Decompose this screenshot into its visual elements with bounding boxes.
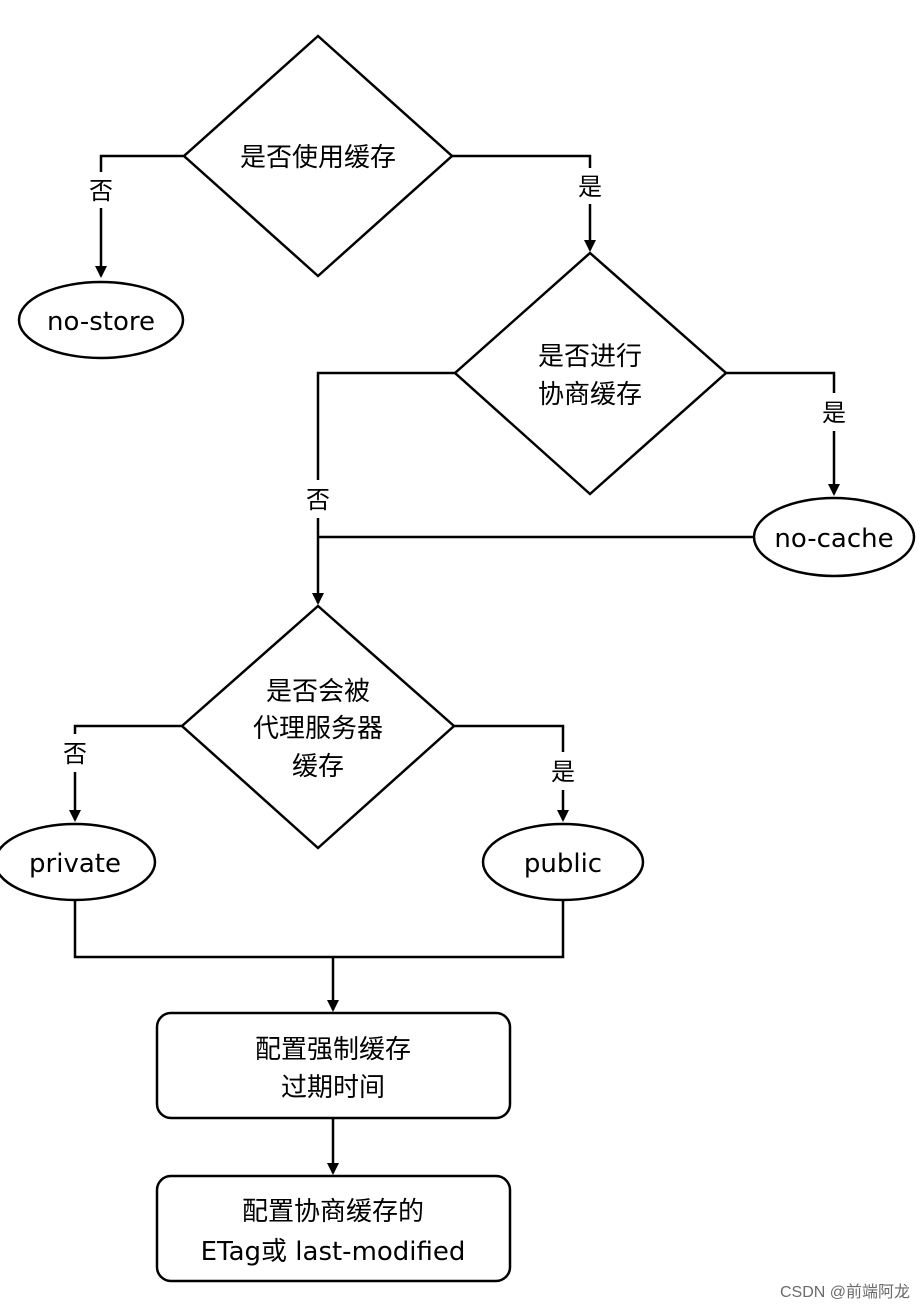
edge-negotiate-yes [726,371,840,496]
node-no-cache-label: no-cache [774,524,893,554]
decision-use-cache [182,34,454,278]
edge-use-cache-yes [452,154,596,252]
node-etag-line2: ETag或 last-modified [201,1237,466,1267]
node-proxy-line2: 代理服务器 [253,714,383,744]
node-public-label: public [524,849,602,879]
node-proxy-line3: 缓存 [292,752,344,782]
node-negotiate-line2: 协商缓存 [538,380,642,410]
node-no-store-label: no-store [47,307,155,337]
csdn-watermark: CSDN @前端阿龙 [779,1284,910,1301]
label-negotiate-no: 否 [306,486,330,514]
edge-negotiate-no [312,371,455,605]
node-use-cache-label: 是否使用缓存 [240,143,396,173]
edge-private-merge [73,900,565,959]
label-use-cache-no: 否 [89,177,113,205]
label-use-cache-yes: 是 [578,173,602,201]
decision-proxy-cache [180,604,456,850]
node-strong-cache-line2: 过期时间 [281,1073,385,1103]
node-strong-cache-line1: 配置强制缓存 [255,1035,411,1065]
edge-proxy-no [69,724,182,822]
node-negotiate-line1: 是否进行 [538,342,642,372]
terminal-no-store [17,280,185,360]
label-negotiate-yes: 是 [822,399,846,427]
edge-use-cache-no [95,154,184,278]
node-etag-line1: 配置协商缓存的 [242,1197,424,1227]
decision-negotiate-cache [453,251,728,496]
node-proxy-line1: 是否会被 [266,677,370,707]
node-private-label: private [29,849,121,879]
process-etag [155,1174,512,1283]
label-proxy-yes: 是 [551,758,575,786]
label-proxy-no: 否 [63,740,87,768]
